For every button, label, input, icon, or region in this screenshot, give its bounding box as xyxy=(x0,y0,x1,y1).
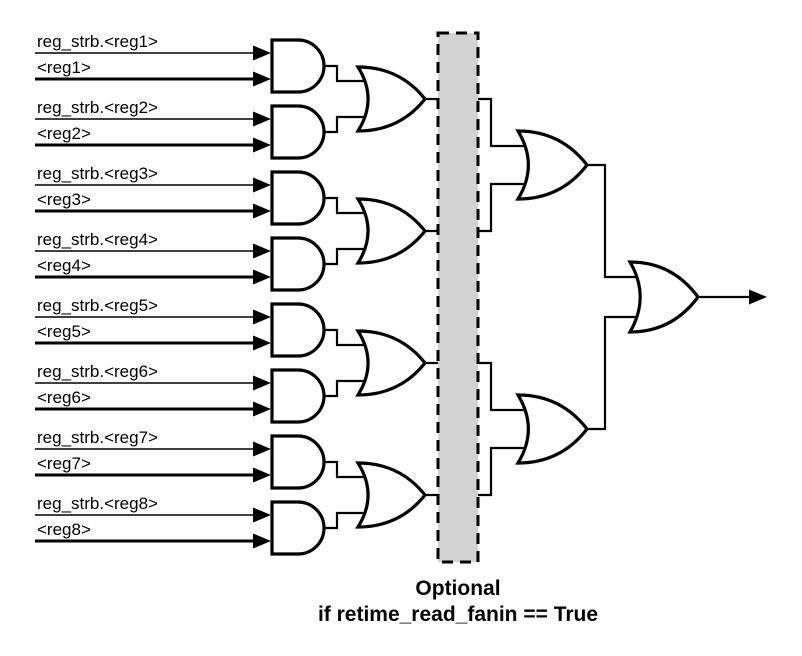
and-gate-8 xyxy=(270,500,326,556)
output-arrow xyxy=(749,289,767,305)
input-label-reg-6: <reg6> xyxy=(37,388,91,407)
or-gate-final xyxy=(627,260,700,334)
stage2-or-output-wire-1 xyxy=(587,163,648,279)
input-arrowhead xyxy=(253,203,271,219)
input-label-strobe-6: reg_strb.<reg6> xyxy=(37,362,158,381)
input-arrowhead xyxy=(253,533,271,549)
input-arrowhead xyxy=(253,401,271,417)
and-gate-4 xyxy=(270,236,326,292)
input-label-strobe-7: reg_strb.<reg7> xyxy=(37,428,158,447)
caption-condition: if retime_read_fanin == True xyxy=(317,603,599,626)
and-gate-6 xyxy=(270,368,326,424)
or-gate-stage1-3 xyxy=(355,329,428,397)
input-arrowhead xyxy=(253,243,271,259)
input-label-reg-1: <reg1> xyxy=(37,58,91,77)
or-gate-stage1-1 xyxy=(355,65,428,133)
input-label-strobe-2: reg_strb.<reg2> xyxy=(37,98,158,117)
input-arrowhead xyxy=(253,137,271,153)
optional-region-group xyxy=(436,31,480,564)
input-arrowhead xyxy=(253,441,271,457)
input-arrowhead xyxy=(253,507,271,523)
or-gate-stage1-4 xyxy=(355,461,428,529)
input-label-strobe-3: reg_strb.<reg3> xyxy=(37,164,158,183)
and-output-wire-3 xyxy=(322,196,372,215)
and-output-wire-4 xyxy=(322,247,372,266)
input-arrowhead xyxy=(253,177,271,193)
input-arrowhead xyxy=(253,309,271,325)
input-label-reg-4: <reg4> xyxy=(37,256,91,275)
input-label-strobe-1: reg_strb.<reg1> xyxy=(37,32,158,51)
or-gate-stage1-2 xyxy=(355,197,428,265)
and-gate-3 xyxy=(270,170,326,226)
and-gate-2 xyxy=(270,104,326,160)
and-gate-7 xyxy=(270,434,326,490)
input-arrowheads xyxy=(253,45,271,549)
input-label-reg-5: <reg5> xyxy=(37,322,91,341)
and-output-wire-1 xyxy=(322,64,372,83)
input-label-reg-2: <reg2> xyxy=(37,124,91,143)
input-label-strobe-4: reg_strb.<reg4> xyxy=(37,230,158,249)
input-label-reg-3: <reg3> xyxy=(37,190,91,209)
and-gate-1 xyxy=(270,38,326,94)
and-output-wire-2 xyxy=(322,115,372,134)
and-output-wire-6 xyxy=(322,379,372,398)
optional-region xyxy=(436,31,480,564)
input-arrowhead xyxy=(253,45,271,61)
input-label-reg-7: <reg7> xyxy=(37,454,91,473)
input-arrowhead xyxy=(253,111,271,127)
or-gate-stage2-2 xyxy=(515,393,590,465)
input-arrowhead xyxy=(253,335,271,351)
gates xyxy=(270,38,700,556)
input-arrowhead xyxy=(253,467,271,483)
input-arrowhead xyxy=(253,71,271,87)
and-gate-5 xyxy=(270,302,326,358)
caption-optional: Optional xyxy=(415,577,501,600)
stage2-or-output-wire-2 xyxy=(587,315,648,431)
output-arrowhead xyxy=(749,289,767,305)
input-label-strobe-5: reg_strb.<reg5> xyxy=(37,296,158,315)
input-label-reg-8: <reg8> xyxy=(37,520,91,539)
or-gate-stage2-1 xyxy=(515,129,590,201)
and-output-wire-8 xyxy=(322,511,372,530)
and-output-wire-7 xyxy=(322,460,372,479)
input-wires xyxy=(35,52,262,543)
input-arrowhead xyxy=(253,269,271,285)
input-arrowhead xyxy=(253,375,271,391)
and-output-wire-5 xyxy=(322,328,372,347)
input-label-strobe-8: reg_strb.<reg8> xyxy=(37,494,158,513)
